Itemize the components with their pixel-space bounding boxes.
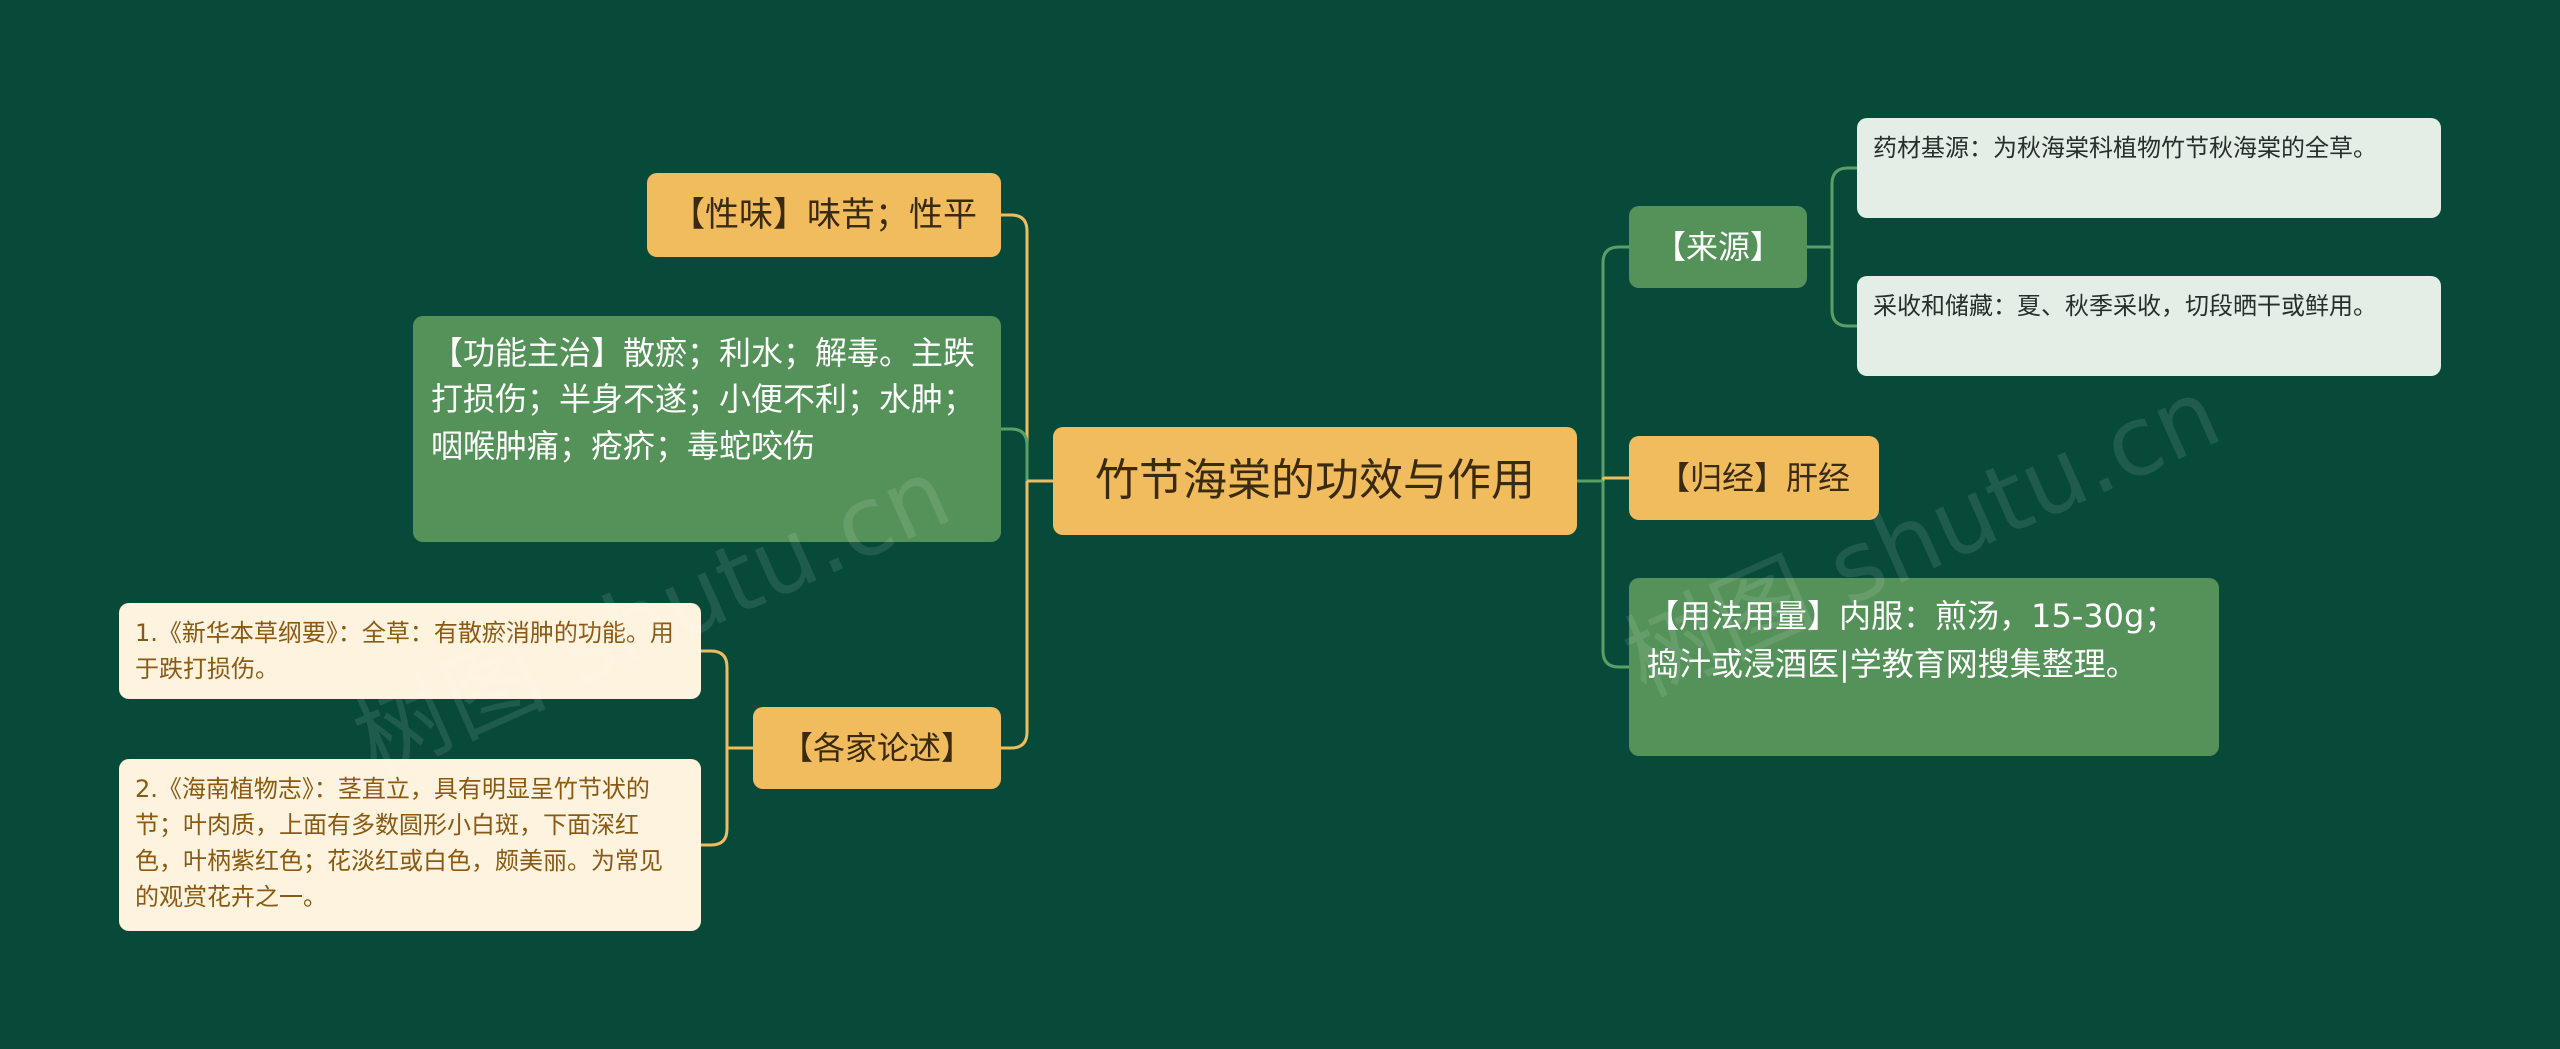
connector-source-item2 <box>1807 245 1857 328</box>
function-label: 【功能主治】散瘀；利水；解毒。主跌打损伤；半身不遂；小便不利；水肿；咽喉肿痛；疮… <box>431 334 976 465</box>
source-item-1[interactable]: 药材基源：为秋海棠科植物竹节秋海棠的全草。 <box>1857 118 2441 218</box>
source-item-2-text: 采收和储藏：夏、秋季采收，切段晒干或鲜用。 <box>1873 292 2377 320</box>
taste-label: 【性味】味苦；性平 <box>671 194 977 235</box>
discussion-item-1-text: 1.《新华本草纲要》：全草：有散瘀消肿的功能。用于跌打损伤。 <box>135 619 674 683</box>
source-item-2[interactable]: 采收和储藏：夏、秋季采收，切段晒干或鲜用。 <box>1857 276 2441 376</box>
root-label: 竹节海棠的功效与作用 <box>1095 455 1535 506</box>
discussion-item-2[interactable]: 2.《海南植物志》：茎直立，具有明显呈竹节状的节；叶肉质，上面有多数圆形小白斑，… <box>119 759 701 931</box>
function-node[interactable]: 【功能主治】散瘀；利水；解毒。主跌打损伤；半身不遂；小便不利；水肿；咽喉肿痛；疮… <box>413 316 1001 542</box>
meridian-label: 【归经】肝经 <box>1657 459 1850 497</box>
root-node[interactable]: 竹节海棠的功效与作用 <box>1053 427 1577 535</box>
connector-discussion-item1 <box>701 649 753 750</box>
connector-root-usage <box>1577 479 1629 669</box>
source-item-1-text: 药材基源：为秋海棠科植物竹节秋海棠的全草。 <box>1873 134 2377 162</box>
meridian-node[interactable]: 【归经】肝经 <box>1629 436 1879 520</box>
discussion-node[interactable]: 【各家论述】 <box>753 707 1001 789</box>
connector-root-discussion <box>1001 479 1053 750</box>
discussion-item-2-text: 2.《海南植物志》：茎直立，具有明显呈竹节状的节；叶肉质，上面有多数圆形小白斑，… <box>135 775 663 911</box>
connector-root-function <box>1001 427 1053 483</box>
connector-root-source <box>1577 245 1629 483</box>
discussion-item-1[interactable]: 1.《新华本草纲要》：全草：有散瘀消肿的功能。用于跌打损伤。 <box>119 603 701 699</box>
usage-label: 【用法用量】内服：煎汤，15-30g；捣汁或浸酒医|学教育网搜集整理。 <box>1647 597 2177 683</box>
source-node[interactable]: 【来源】 <box>1629 206 1807 288</box>
source-label: 【来源】 <box>1653 228 1782 266</box>
taste-node[interactable]: 【性味】味苦；性平 <box>647 173 1001 257</box>
discussion-label: 【各家论述】 <box>780 729 973 767</box>
usage-node[interactable]: 【用法用量】内服：煎汤，15-30g；捣汁或浸酒医|学教育网搜集整理。 <box>1629 578 2219 756</box>
connector-discussion-item2 <box>701 746 753 847</box>
connector-source-item1 <box>1807 166 1857 249</box>
